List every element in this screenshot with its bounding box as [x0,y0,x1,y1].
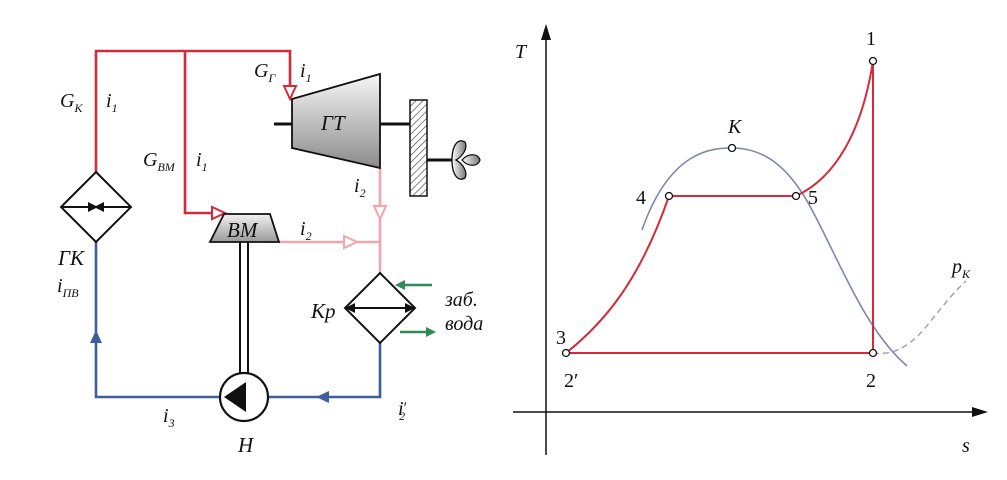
label-i2-gt: i2 [354,175,366,200]
label-gvm-flow: GВМ [143,149,176,174]
point-4 [664,191,674,201]
label-steam-generator: ГК [57,246,85,270]
arrow-gt-exhaust [372,205,388,222]
label-gas-turbine: ГТ [320,111,346,135]
propeller-icon [451,140,467,180]
isobar-pk [872,280,967,355]
label-i1-gk: i1 [106,90,118,115]
cycle-5-1 [795,60,874,197]
point-labels: 1 2 3 2′ 4 5 К pК [556,28,971,392]
point-2 [868,348,878,358]
point-label-3: 3 [556,327,566,349]
label-i1-gt: i1 [300,60,312,85]
label-i2-bm: i2 [300,218,312,243]
ts-diagram: T s 1 2 3 2′ 4 5 [513,24,988,457]
pipe-gk-to-gt [94,49,292,172]
label-i3: i3 [163,405,175,430]
label-pump: Н [237,433,255,457]
cycle-3-4 [565,195,670,354]
exhaust-pipelines [278,168,382,273]
aux-turbine-body [208,213,281,243]
label-i1-bm: i1 [196,149,208,174]
arrow-water-up [90,330,102,343]
point-1 [868,56,878,66]
rankine-cycle [565,60,874,354]
condenser [343,271,436,345]
point-critical [727,143,737,153]
pipe-to-bm [183,51,212,215]
label-cooling-water-2: вода [445,313,483,335]
gas-turbine [274,72,481,197]
axis-label-s: s [962,435,970,457]
steam-pipelines [94,49,292,215]
label-i2-prime: i′2 [398,398,407,423]
point-5 [791,191,801,201]
steam-generator [59,170,133,244]
pump-triangle-icon [224,382,246,412]
label-gg-flow: GГ [254,60,276,85]
arrow-water-left [316,391,329,403]
point-3 [561,348,571,358]
arrow-bm-exhaust [343,234,360,250]
label-aux-turbine: ВМ [227,218,259,242]
label-condenser: Кр [310,299,335,323]
x-axis-arrow [972,407,988,417]
aux-turbine [208,213,281,380]
point-label-2prime: 2′ [564,370,578,392]
point-label-4: 4 [636,187,646,209]
gas-turbine-body [291,72,381,170]
y-axis-arrow [541,24,551,40]
label-isobar-pk: pК [950,256,971,281]
gearbox [409,99,428,197]
saturation-curve [641,147,908,367]
label-ipv: iПВ [57,275,79,300]
cycle-points [561,56,878,358]
label-gk-flow: GК [60,90,83,115]
point-label-critical: К [727,116,743,138]
arrow-into-gt [282,85,298,102]
point-label-1: 1 [866,28,876,50]
label-cooling-water-1: заб. [444,289,478,311]
point-label-5: 5 [808,187,818,209]
scheme-labels: GК i1 GГ i1 GВМ i1 i2 i2 iПВ i3 i′2 ГТ Г… [57,60,483,457]
point-label-2: 2 [866,370,876,392]
arrow-into-bm [211,205,228,221]
feed-pump [218,371,270,423]
axis-label-t: T [515,41,528,63]
plant-scheme: GК i1 GГ i1 GВМ i1 i2 i2 iПВ i3 i′2 ГТ Г… [57,49,483,457]
